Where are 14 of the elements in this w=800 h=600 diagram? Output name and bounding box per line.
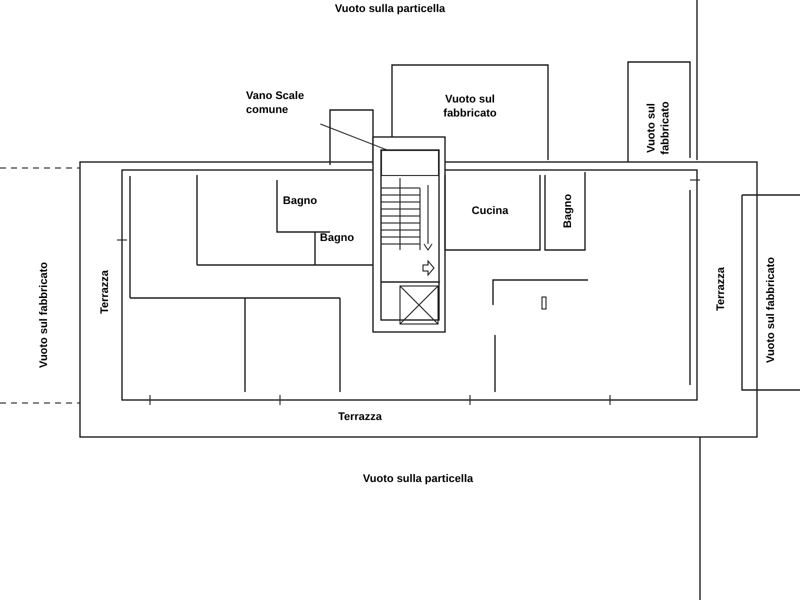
rotated-label: Bagno — [562, 194, 576, 228]
area-label: Cucina — [472, 205, 508, 219]
area-label: Bagno — [282, 195, 318, 209]
area-label: Vuoto sul fabbricato — [442, 93, 498, 121]
area-label: Vuoto sulla particella — [334, 3, 446, 17]
rotated-label: Terrazza — [715, 267, 728, 311]
rotated-label: Vuoto sul fabbricato — [765, 257, 778, 363]
rotated-label: Vuoto sul fabbricato — [645, 100, 672, 157]
rotated-label: Vuoto sul fabbricato — [38, 262, 52, 368]
area-label: Vuoto sulla particella — [362, 473, 474, 487]
callout-text: Vano Scale comune — [246, 90, 322, 124]
rotated-label: Terrazza — [99, 270, 112, 314]
area-label: Bagno — [320, 232, 354, 246]
area-label: Terrazza — [338, 411, 382, 425]
